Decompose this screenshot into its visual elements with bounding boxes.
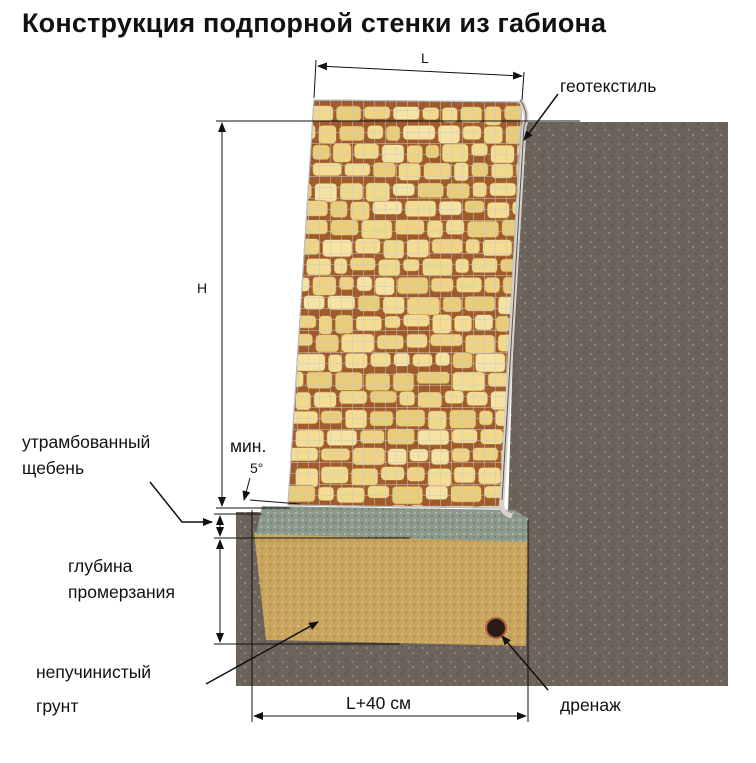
gabion-stone bbox=[288, 105, 309, 122]
gabion-stone bbox=[288, 258, 304, 275]
gabion-stone bbox=[288, 296, 301, 313]
leader-geotextile bbox=[523, 93, 559, 141]
leader-soil bbox=[205, 621, 319, 685]
label-width-L: L bbox=[421, 50, 429, 66]
label-frost-depth-2: промерзания bbox=[68, 582, 175, 602]
label-compacted-gravel-1: утрамбованный bbox=[22, 432, 151, 452]
dim-L-tick-right bbox=[521, 71, 525, 101]
angle-arrow bbox=[242, 477, 251, 501]
gabion-stone bbox=[295, 162, 311, 178]
leader-drainage bbox=[501, 635, 549, 691]
label-soil-1: непучинистый bbox=[36, 662, 152, 682]
label-base-width: L+40 см bbox=[346, 693, 412, 713]
label-min-angle-2: 5° bbox=[250, 460, 264, 476]
gabion-mesh bbox=[287, 99, 523, 509]
gravel-layer bbox=[256, 506, 528, 542]
gabion-stone bbox=[288, 143, 310, 157]
label-geotextile: геотекстиль bbox=[560, 76, 657, 96]
label-frost-depth-1: глубина bbox=[68, 556, 133, 576]
label-soil-2: грунт bbox=[36, 696, 79, 716]
dim-L-tick-left bbox=[313, 59, 317, 99]
leader-compacted-gravel bbox=[149, 481, 213, 526]
angle-ref-line bbox=[249, 499, 301, 505]
gabion-stone bbox=[288, 220, 302, 239]
label-height-H: H bbox=[197, 280, 208, 296]
diagram-title: Конструкция подпорной стенки из габиона bbox=[22, 8, 607, 38]
drainage-pipe bbox=[485, 617, 507, 639]
label-min-angle-1: мин. bbox=[230, 436, 267, 456]
sand-foundation bbox=[254, 532, 528, 646]
label-compacted-gravel-2: щебень bbox=[22, 458, 85, 478]
label-drainage: дренаж bbox=[560, 695, 621, 715]
dim-L-line bbox=[317, 62, 523, 80]
